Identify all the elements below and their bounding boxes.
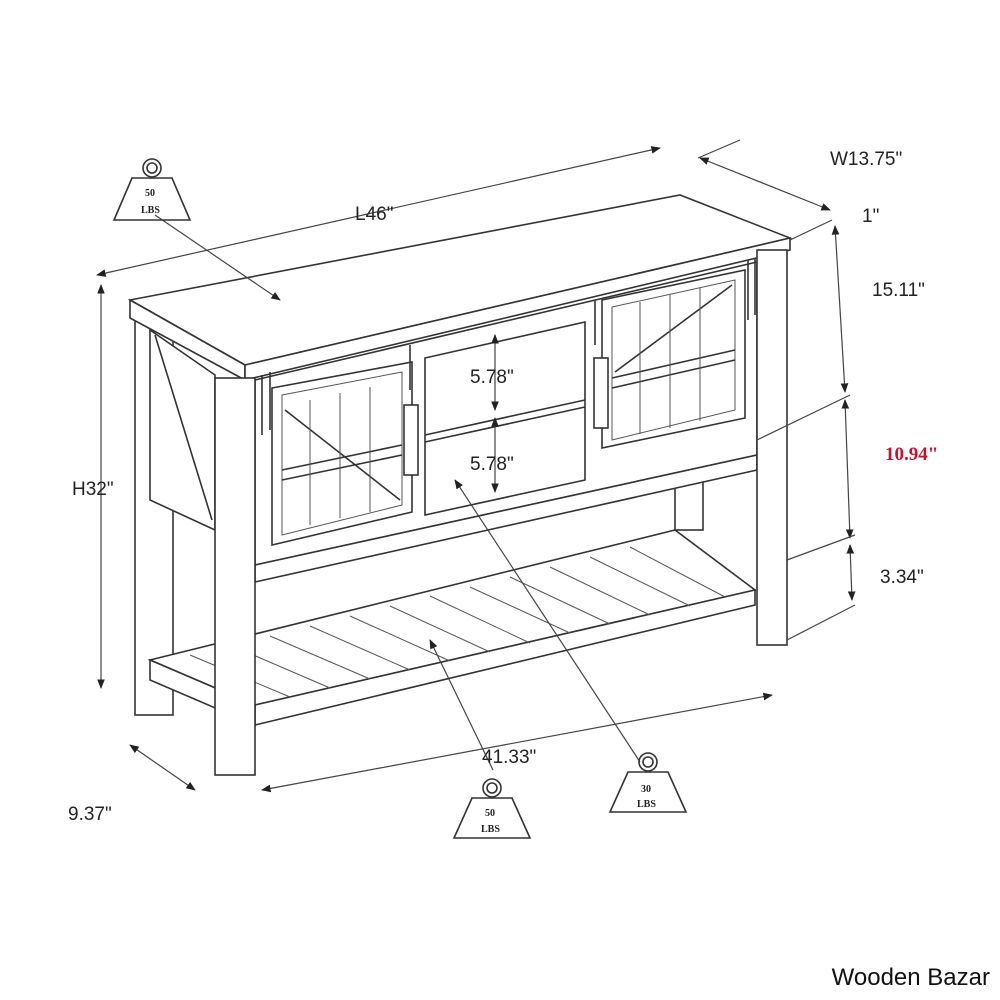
width-label: W13.75" — [830, 149, 902, 170]
svg-text:50: 50 — [485, 808, 495, 819]
door-handle — [593, 357, 609, 429]
bottom-clearance-label: 3.34" — [880, 567, 924, 588]
svg-text:LBS: LBS — [141, 205, 160, 216]
dimension-lines — [96, 139, 856, 793]
weight-icon-top: 50 LBS — [112, 158, 192, 221]
svg-text:30: 30 — [641, 784, 651, 795]
left-barn-door — [271, 361, 413, 547]
front-left-leg — [214, 377, 256, 776]
front-right-leg — [756, 249, 788, 646]
weight-icon-middle-shelf: 30 LBS — [608, 752, 688, 813]
brand-watermark: Wooden Bazar — [831, 964, 990, 991]
shelf-length-label: 41.33" — [482, 747, 536, 768]
center-opening — [424, 321, 586, 516]
shelf-depth-label: 9.37" — [68, 804, 112, 825]
svg-text:LBS: LBS — [481, 824, 500, 835]
upper-shelf-height-label: 5.78" — [470, 367, 514, 388]
svg-text:50: 50 — [145, 188, 155, 199]
upper-section-label: 15.11" — [872, 280, 925, 301]
height-label: H32" — [72, 479, 114, 500]
top-thickness-label: 1" — [862, 206, 879, 227]
lower-shelf-height-label: 5.78" — [470, 454, 514, 475]
right-barn-door — [601, 269, 746, 449]
middle-gap-label: 10.94" — [885, 444, 938, 465]
length-label: L46" — [355, 204, 393, 225]
table-drawing — [127, 194, 793, 776]
svg-text:LBS: LBS — [637, 799, 656, 810]
shelf-slats — [189, 546, 726, 698]
door-handle — [403, 404, 419, 476]
weight-icon-bottom-shelf: 50 LBS — [452, 778, 532, 839]
